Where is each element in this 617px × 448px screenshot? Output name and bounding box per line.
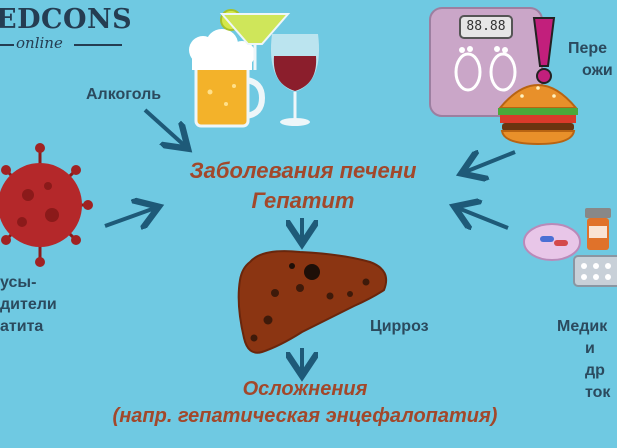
pill-plate-icon	[523, 223, 581, 261]
label-medications-line3: ток	[585, 384, 611, 401]
cocktail-glass-icon	[219, 9, 291, 70]
arrow-virus	[104, 208, 155, 226]
label-viruses-line3: атита	[0, 318, 44, 335]
exclamation-icon	[532, 17, 556, 84]
pill-bottle-icon	[585, 208, 611, 250]
label-medications-line2: и др	[585, 340, 605, 379]
logo-subtitle: online	[16, 34, 63, 52]
complications: Осложнения (напр. гепатическая энцефалоп…	[80, 378, 530, 428]
label-viruses-line1: усы-	[0, 274, 37, 291]
label-viruses-line2: дители	[0, 296, 57, 313]
label-overweight-line2: ожи	[582, 62, 613, 79]
arrow-alcohol	[143, 108, 185, 146]
center-title-line2: Гепатит	[251, 188, 355, 213]
scale-display: 88.88	[466, 19, 506, 34]
beer-mug-icon	[189, 29, 266, 128]
logo: EDCONS	[0, 4, 133, 35]
label-overweight: Пере ожи	[568, 38, 613, 82]
label-medications-line1: Медик	[557, 318, 608, 335]
label-cirrhosis: Цирроз	[370, 318, 429, 335]
blister-pack-icon	[573, 255, 617, 287]
logo-divider-left	[0, 44, 14, 46]
label-overweight-line1: Пере	[568, 40, 608, 57]
label-viruses: усы- дители атита	[0, 272, 57, 338]
virus-icon	[0, 143, 93, 267]
liver-icon	[237, 250, 388, 354]
arrow-meds	[458, 208, 509, 228]
center-title-line1: Заболевания печени	[189, 158, 417, 183]
complications-line2: (напр. гепатическая энцефалопатия)	[112, 405, 498, 427]
logo-divider-right	[74, 44, 122, 46]
label-alcohol: Алкоголь	[86, 86, 162, 103]
center-title: Заболевания печени Гепатит	[158, 158, 448, 214]
complications-line1: Осложнения	[242, 378, 368, 400]
label-medications: Медик и др ток	[557, 316, 617, 404]
wine-glass-icon	[270, 34, 320, 126]
arrow-weight	[465, 152, 516, 172]
bathroom-scale-icon	[429, 7, 543, 117]
burger-icon	[497, 84, 579, 146]
